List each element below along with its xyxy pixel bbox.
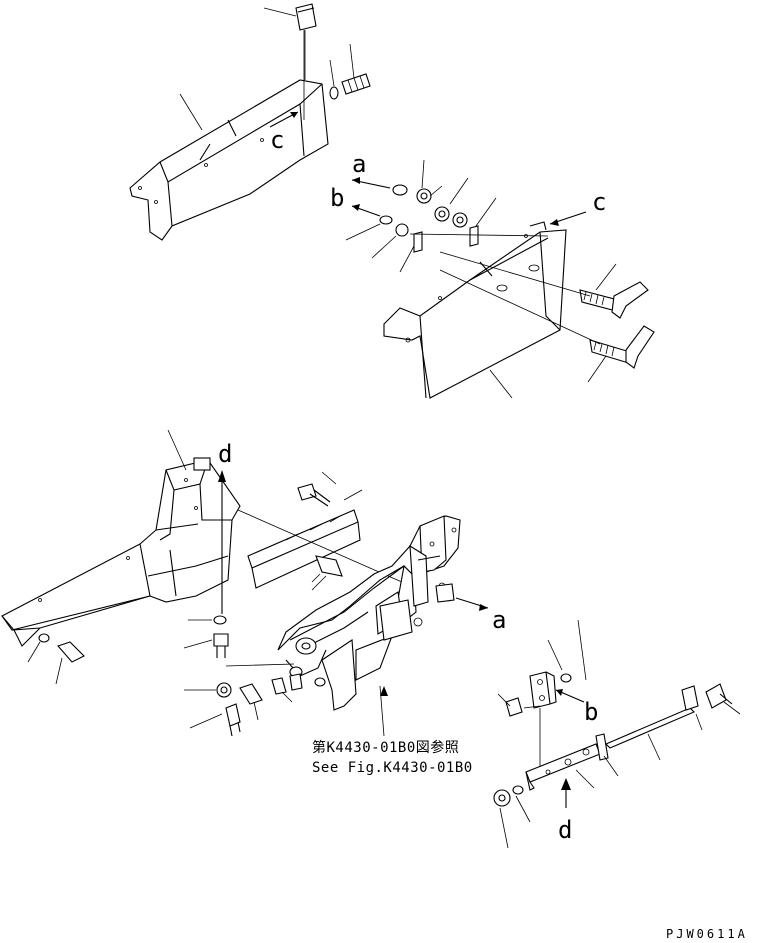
arrow-c-right: c	[549, 188, 606, 226]
long-rod	[605, 683, 741, 761]
arrow-a-right: a	[455, 597, 506, 634]
arrow-c-upper: c	[269, 111, 299, 154]
assembly-line	[439, 269, 601, 345]
support-rail	[237, 509, 421, 591]
upper-cover-right	[383, 221, 567, 399]
linkage-block	[497, 619, 587, 770]
callout-d-lower: d	[558, 816, 572, 844]
arrow-b-top: b	[330, 184, 381, 217]
reference-note-en: See Fig.K4430-01B0	[312, 760, 473, 776]
leader-line	[379, 685, 385, 737]
arrow-d-upper: d	[218, 440, 232, 614]
fastener-cluster	[345, 159, 549, 273]
reference-note-jp: 第K4430-01B0図参照	[312, 739, 459, 756]
arrow-d-lower: d	[558, 778, 572, 844]
central-mechanism	[277, 515, 461, 711]
top-bolt	[295, 3, 317, 120]
handle-lower	[587, 325, 655, 383]
callout-c-right: c	[592, 188, 606, 216]
nut-and-washer-lower	[493, 785, 531, 849]
rail-bolt-lower	[311, 555, 343, 591]
bracket-plate	[525, 733, 619, 791]
leader-line	[167, 429, 187, 471]
callout-c-upper: c	[270, 126, 284, 154]
lower-left-frame	[1, 457, 241, 647]
arrow-a-top: a	[351, 150, 391, 189]
leader-line	[489, 369, 513, 399]
assembly-line	[439, 251, 591, 297]
bolt-lower-left	[27, 633, 85, 685]
callout-b-top: b	[330, 184, 344, 212]
bolt-stack-left	[183, 615, 229, 658]
side-bolt-and-washer	[329, 43, 371, 100]
mechanism-fasteners	[184, 663, 303, 737]
leader-line	[263, 7, 297, 17]
callout-d-upper: d	[218, 440, 232, 468]
callout-b-right: b	[584, 698, 598, 726]
callout-a-right: a	[492, 606, 506, 634]
callout-a-top: a	[352, 150, 366, 178]
arrow-b-right: b	[555, 689, 598, 726]
pointer-arrow	[380, 686, 388, 696]
drawing-code: PJW0611A	[666, 927, 748, 941]
rail-bolt-upper	[297, 471, 363, 507]
handle-upper	[579, 263, 649, 319]
leader-line	[179, 93, 203, 131]
upper-cover-left	[129, 79, 329, 241]
